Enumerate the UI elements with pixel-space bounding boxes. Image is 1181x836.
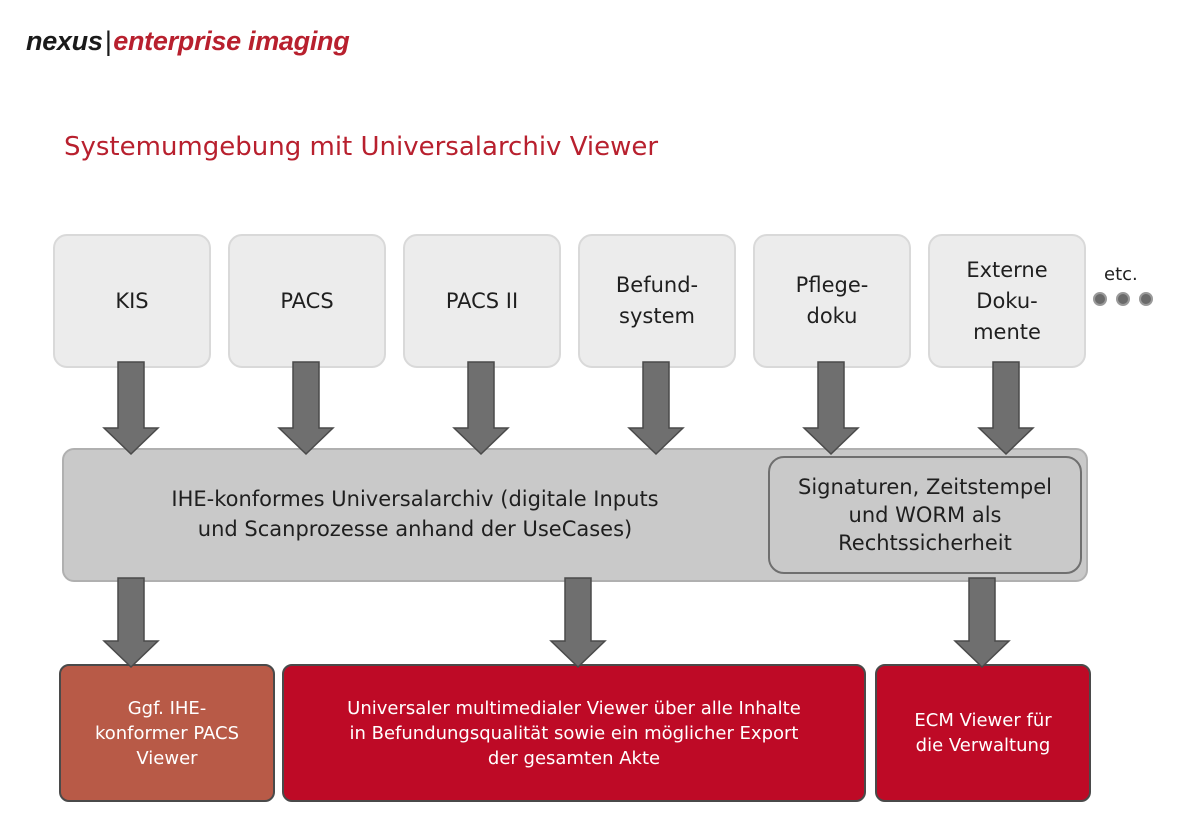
- universal-archive-label: IHE-konformes Universalarchiv (digitale …: [171, 487, 659, 541]
- etc-label: etc.: [1104, 264, 1138, 285]
- source-box-externe-dokumente: Externe Doku- mente: [928, 234, 1086, 368]
- source-label-pacs: PACS: [280, 288, 334, 313]
- source-label-pacs-ii: PACS II: [445, 288, 519, 313]
- signature-box: Signaturen, Zeitstempel und WORM als Rec…: [768, 456, 1082, 574]
- source-label-kis: KIS: [115, 288, 149, 313]
- arrow-archive-to-universal-viewer: [549, 577, 607, 669]
- logo-brand: nexus: [26, 26, 103, 56]
- source-box-kis: KIS: [53, 234, 211, 368]
- arrow-pacs-to-archive: [277, 361, 335, 456]
- arrow-kis-to-archive: [102, 361, 160, 456]
- arrow-pflegedoku-to-archive: [802, 361, 860, 456]
- ellipsis-dot-2: [1116, 292, 1130, 306]
- logo-separator: |: [104, 26, 112, 56]
- source-box-pacs: PACS: [228, 234, 386, 368]
- arrow-befundsystem-to-archive: [627, 361, 685, 456]
- source-box-pflegedoku: Pflege- doku: [753, 234, 911, 368]
- ellipsis-dot-1: [1093, 292, 1107, 306]
- source-label-externe-dokumente: Externe Doku- mente: [966, 257, 1048, 344]
- output-pacs-viewer: Ggf. IHE- konformer PACS Viewer: [59, 664, 275, 802]
- arrow-archive-to-pacs-viewer: [102, 577, 160, 669]
- arrow-pacs-ii-to-archive: [452, 361, 510, 456]
- arrow-externe-dokumente-to-archive: [977, 361, 1035, 456]
- output-ecm-viewer: ECM Viewer für die Verwaltung: [875, 664, 1091, 802]
- output-universal-viewer: Universaler multimedialer Viewer über al…: [282, 664, 866, 802]
- arrow-archive-to-ecm-viewer: [953, 577, 1011, 669]
- source-box-pacs-ii: PACS II: [403, 234, 561, 368]
- source-label-pflegedoku: Pflege- doku: [795, 273, 869, 328]
- logo: nexus|enterprise imaging: [26, 26, 350, 57]
- ellipsis-dot-3: [1139, 292, 1153, 306]
- source-label-befundsystem: Befund- system: [615, 273, 699, 328]
- source-box-befundsystem: Befund- system: [578, 234, 736, 368]
- logo-product: enterprise imaging: [113, 26, 350, 56]
- page-title: Systemumgebung mit Universalarchiv Viewe…: [64, 132, 659, 162]
